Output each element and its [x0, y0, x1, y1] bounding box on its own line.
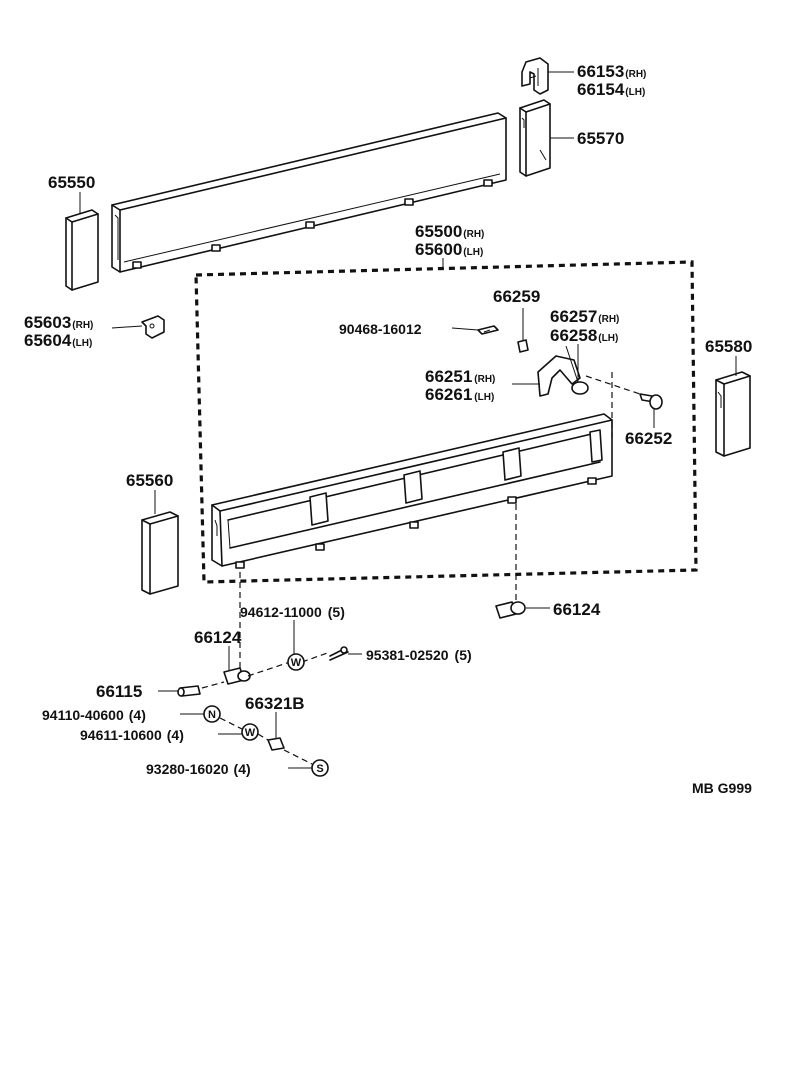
nut-letter: N — [208, 709, 216, 721]
label-66251: 66251(RH) — [425, 367, 495, 386]
label-66257: 66257(RH) — [550, 307, 619, 326]
bolt-66259 — [517, 308, 529, 353]
label-66259: 66259 — [493, 287, 540, 306]
washer-symbol-94611: W — [241, 723, 259, 741]
hinge-piece-66124-right — [495, 504, 526, 619]
washer-letter: W — [291, 657, 302, 669]
hinge-66251 — [537, 345, 589, 397]
bracket-65570 — [519, 99, 551, 177]
pin-66115 — [177, 681, 225, 697]
upper-side-panel — [111, 112, 507, 273]
label-66261: 66261(LH) — [425, 385, 494, 404]
label-95381: 95381-02520(5) — [366, 647, 472, 663]
end-cap-65580 — [715, 371, 751, 457]
washer-symbol-94612: W — [287, 653, 305, 671]
label-65603: 65603(RH) — [24, 313, 93, 332]
label-66321b: 66321B — [245, 694, 305, 713]
label-65600: 65600(LH) — [415, 240, 483, 259]
label-94612: 94612-11000(5) — [240, 604, 345, 620]
label-65604: 65604(LH) — [24, 331, 92, 350]
label-90468: 90468-16012 — [339, 321, 422, 337]
label-65560: 65560 — [126, 471, 173, 490]
end-cap-65560 — [141, 511, 179, 595]
label-66153: 66153(RH) — [577, 62, 646, 81]
washer-letter-2: W — [245, 727, 256, 739]
label-66154: 66154(LH) — [577, 80, 645, 99]
cotter-pin-95381 — [329, 646, 349, 661]
label-94110: 94110-40600(4) — [42, 707, 146, 723]
screw-symbol-93280: S — [311, 759, 329, 777]
end-cap-65550 — [65, 209, 99, 291]
nut-symbol-94110: N — [203, 705, 221, 723]
clip-90468 — [477, 325, 499, 335]
figure-code: MB G999 — [692, 780, 752, 796]
label-65550: 65550 — [48, 173, 95, 192]
leader-lines — [79, 71, 737, 769]
label-66115: 66115 — [96, 682, 142, 701]
screw-letter: S — [316, 763, 323, 775]
label-66124-left: 66124 — [194, 628, 242, 647]
label-66252: 66252 — [625, 429, 672, 448]
hook-66153 — [521, 57, 549, 95]
label-65580: 65580 — [705, 337, 752, 356]
lower-rail-frame — [211, 413, 613, 569]
hinge-piece-66124-left — [223, 572, 331, 685]
pin-66252 — [585, 372, 663, 440]
label-66258: 66258(LH) — [550, 326, 618, 345]
label-65500: 65500(RH) — [415, 222, 484, 241]
label-93280: 93280-16020(4) — [146, 761, 251, 777]
label-94611: 94611-10600(4) — [80, 727, 184, 743]
assembly-boundary — [194, 258, 698, 584]
label-65570: 65570 — [577, 129, 624, 148]
label-66124-right: 66124 — [553, 600, 601, 619]
clip-65603 — [141, 315, 165, 339]
nut-plate-66321b — [219, 717, 313, 765]
